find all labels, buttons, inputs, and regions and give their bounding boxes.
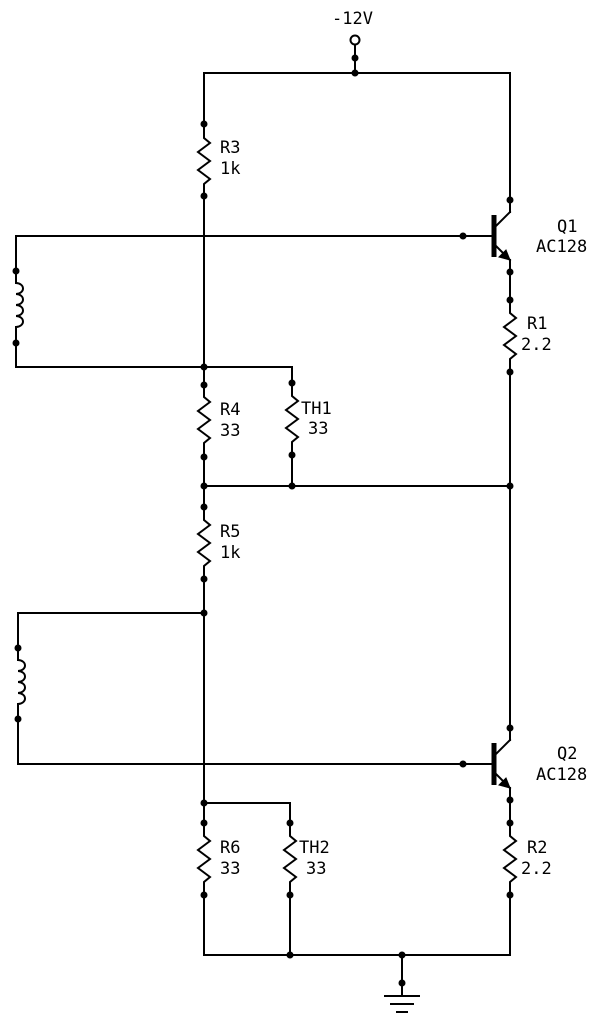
r6-value: 33 — [220, 859, 240, 879]
th1-name: TH1 — [301, 399, 332, 419]
th1-thermistor-icon — [284, 383, 300, 455]
r4-value: 33 — [220, 421, 240, 441]
r2-value: 2.2 — [521, 859, 552, 879]
r1-name: R1 — [527, 314, 547, 334]
r5-name: R5 — [220, 522, 240, 542]
r3-resistor-icon — [196, 124, 212, 196]
r5-resistor-icon — [196, 507, 212, 579]
q1-name: Q1 — [557, 217, 577, 237]
r1-resistor-icon — [502, 300, 518, 372]
q2-transistor-icon — [462, 727, 512, 790]
r4-resistor-icon — [196, 385, 212, 457]
r4-name: R4 — [220, 400, 240, 420]
r2-resistor-icon — [502, 823, 518, 895]
th2-value: 33 — [306, 859, 326, 879]
l2-inductor-icon — [17, 648, 26, 719]
r5-value: 1k — [220, 543, 240, 563]
q2-name: Q2 — [557, 744, 577, 764]
r3-name: R3 — [220, 138, 240, 158]
r6-name: R6 — [220, 838, 240, 858]
supply-label: -12V — [332, 9, 373, 29]
r3-value: 1k — [220, 159, 240, 179]
q1-transistor-icon — [462, 199, 512, 262]
l1-inductor-icon — [15, 271, 24, 343]
ground-icon — [384, 995, 420, 1013]
r2-name: R2 — [527, 838, 547, 858]
r6-resistor-icon — [196, 823, 212, 895]
r1-value: 2.2 — [521, 335, 552, 355]
th2-thermistor-icon — [282, 823, 298, 895]
connection-dots — [12, 54, 514, 987]
supply-terminal-icon — [349, 34, 361, 46]
q1-value: AC128 — [536, 237, 587, 257]
q2-value: AC128 — [536, 765, 587, 785]
th1-value: 33 — [308, 419, 328, 439]
th2-name: TH2 — [299, 838, 330, 858]
